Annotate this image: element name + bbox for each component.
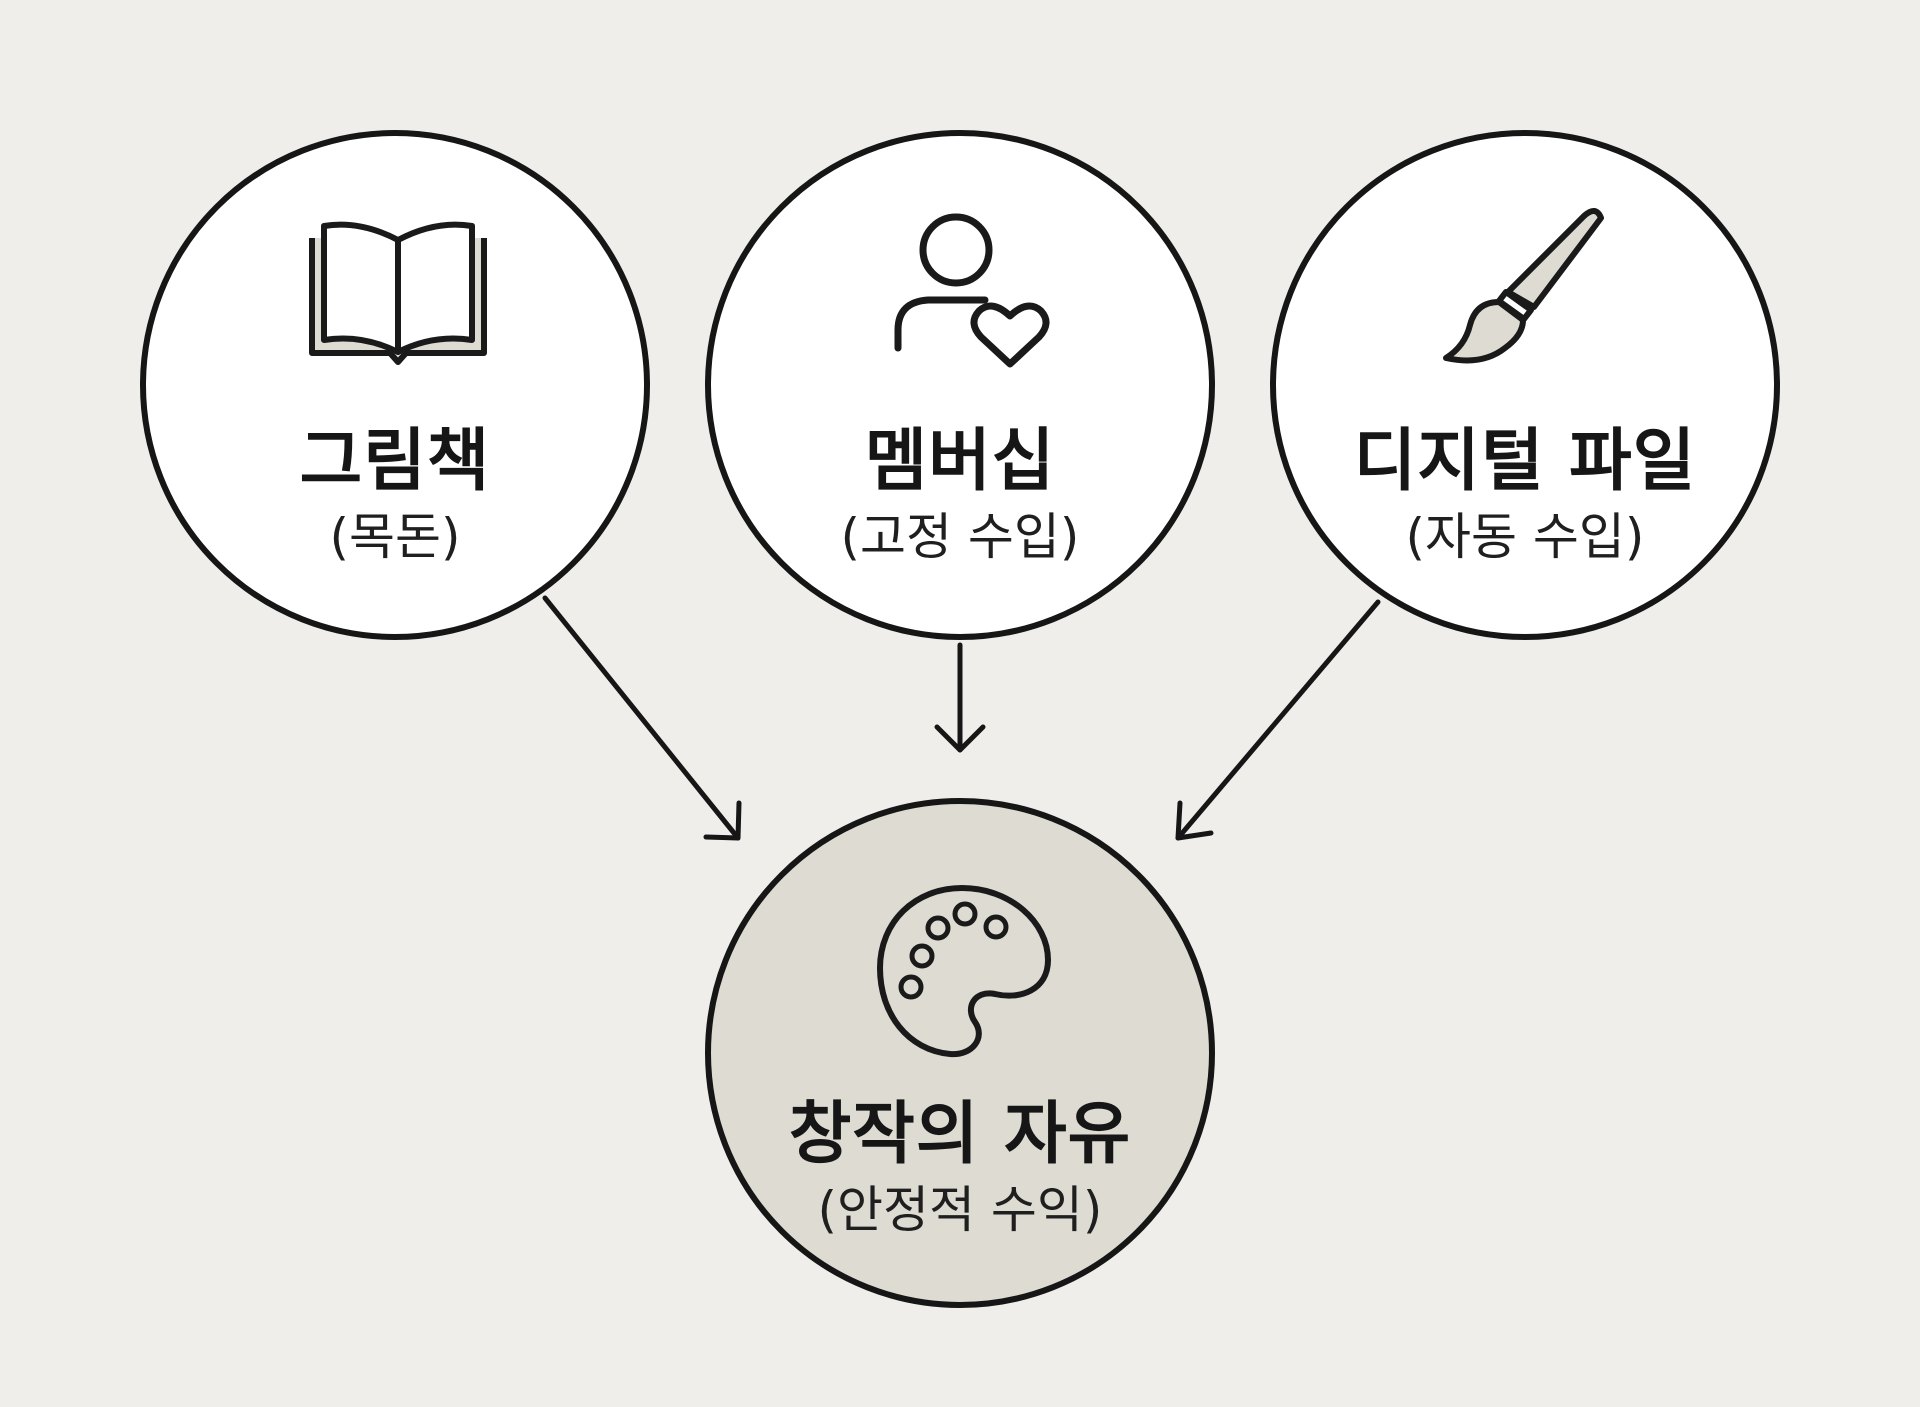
node-digital-file <box>1270 130 1780 640</box>
node-subtitle-digital-file: (자동 수입) <box>1405 508 1645 566</box>
node-title-creative-freedom: 창작의 자유 <box>788 1095 1132 1174</box>
node-membership <box>705 130 1215 640</box>
person-heart-icon <box>894 213 1050 368</box>
node-title-digital-file: 디지털 파일 <box>1353 422 1697 501</box>
arrow-membership-to-freedom <box>934 642 986 753</box>
node-title-membership: 멤버십 <box>864 422 1056 501</box>
node-subtitle-picture-book: (목돈) <box>329 508 461 566</box>
node-subtitle-membership: (고정 수입) <box>840 508 1080 566</box>
open-book-icon <box>309 221 487 365</box>
paintbrush-icon <box>1443 208 1604 364</box>
node-picture-book <box>140 130 650 640</box>
node-title-picture-book: 그림책 <box>299 422 491 501</box>
arrow-digital-file-to-freedom <box>1175 599 1381 841</box>
arrow-picture-book-to-freedom <box>542 595 742 841</box>
node-subtitle-creative-freedom: (안정적 수익) <box>817 1181 1103 1239</box>
palette-icon <box>877 885 1051 1058</box>
